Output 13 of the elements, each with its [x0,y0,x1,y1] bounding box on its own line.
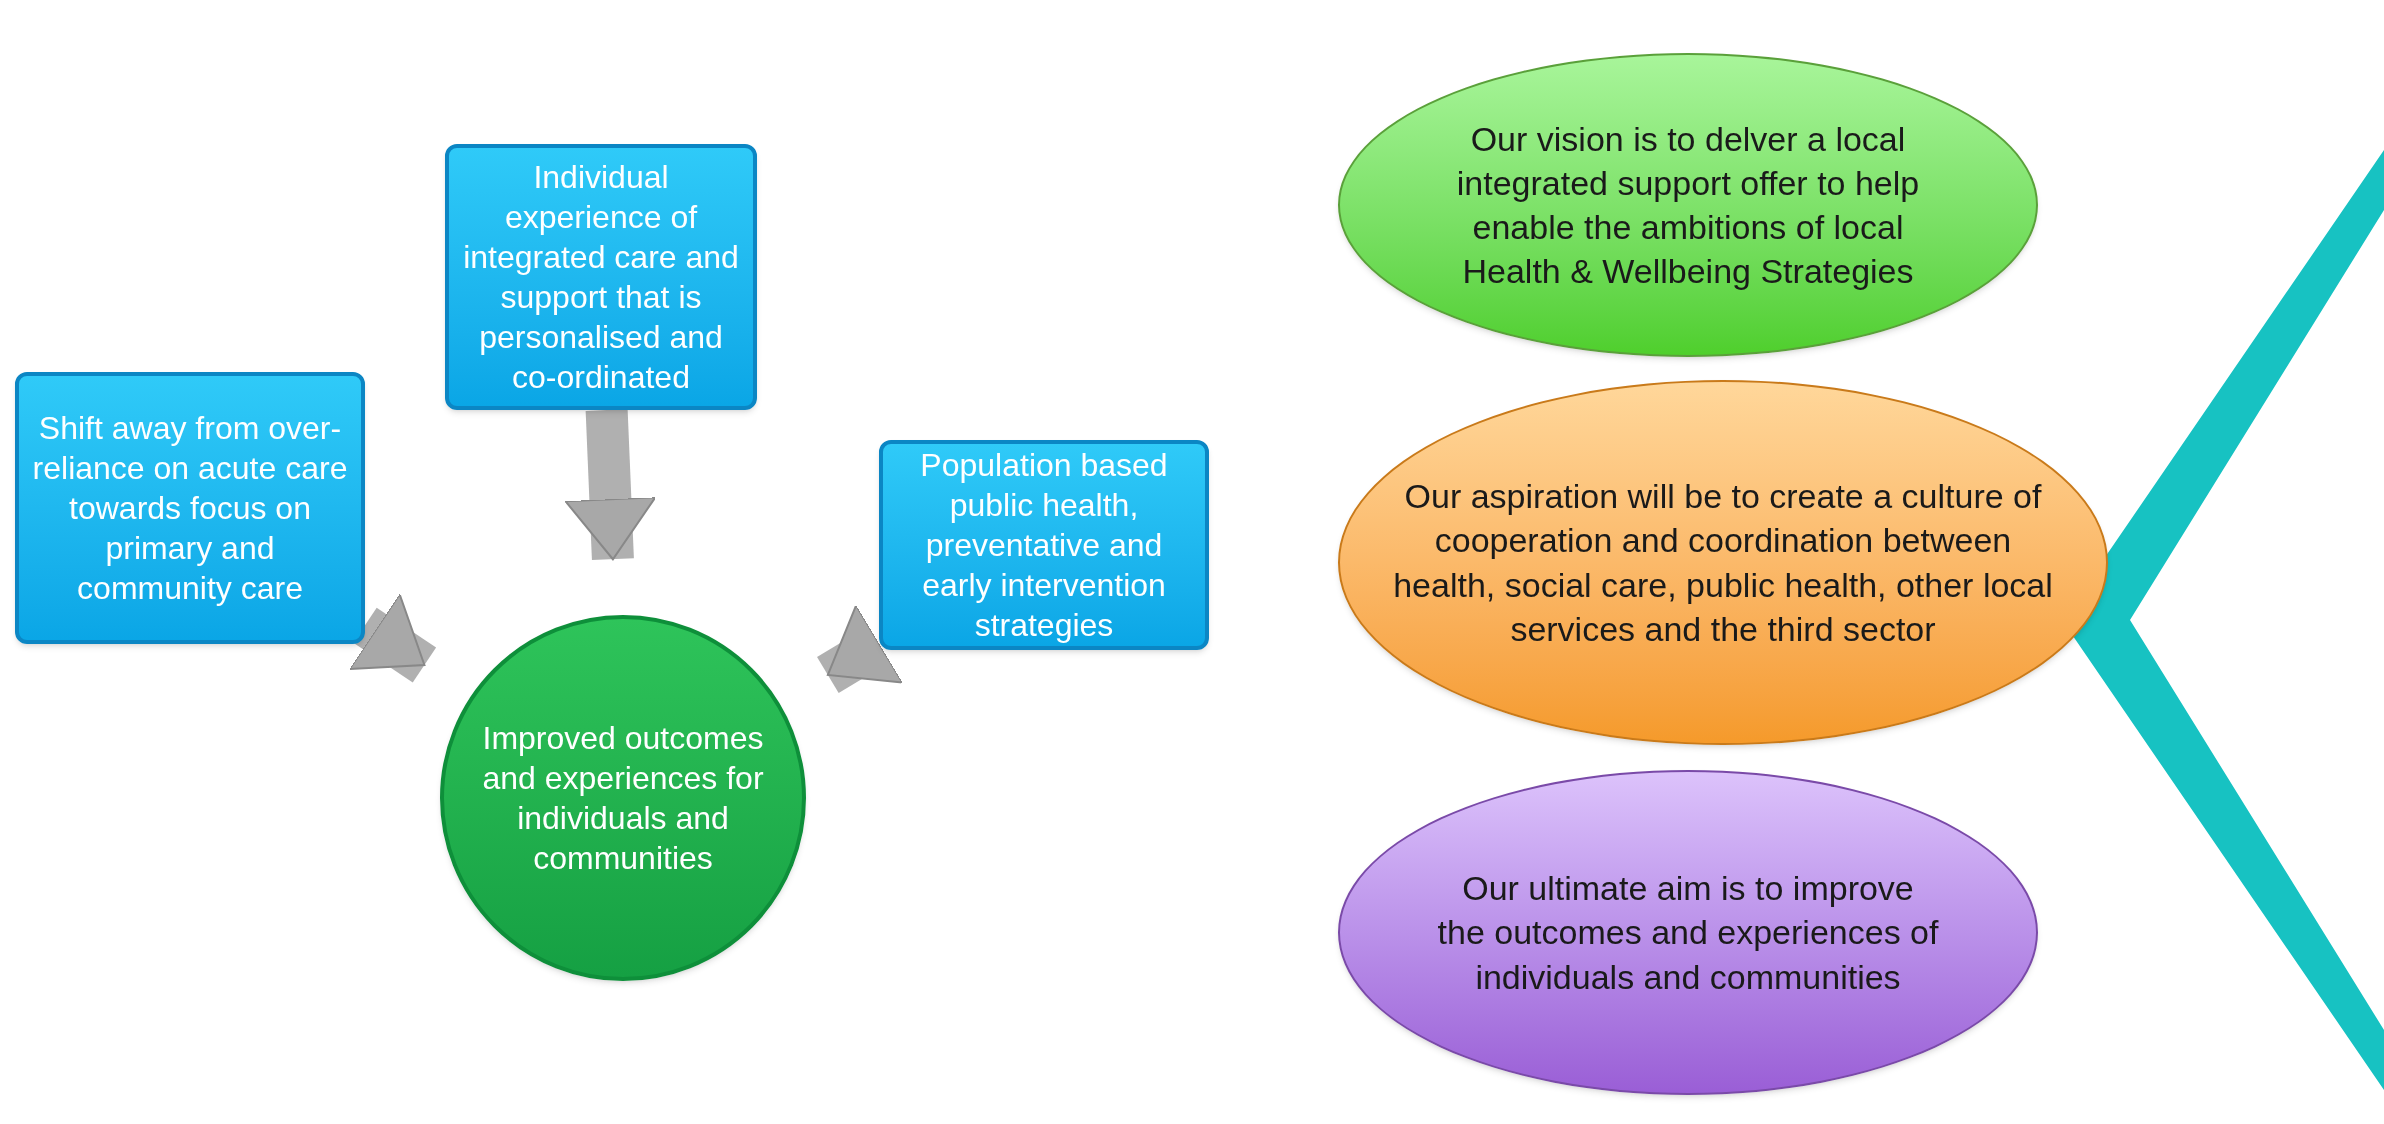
node-text: Shift away from over-reliance on acute care towards focus on primary and community care [31,409,349,608]
node-text: Improved outcomes and experiences for individuals and communities [481,719,765,878]
process-box [445,144,757,410]
node-text: Our ultimate aim is to improve the outcomes and experiences of individuals and communities [1436,868,1940,998]
block-arrow [348,593,437,683]
node-text: Our aspiration will be to create a culture of cooperation and coordination between health, social care, public health, other local services and the third sector [1392,476,2054,650]
block-arrow [817,604,904,693]
block-arrow [564,409,657,561]
node-text: Our vision is to delver a local integrated support offer to help enable the ambitions of local Health & Wellbeing Strategies [1455,118,1921,293]
node-text: Population based public health, preventative and early intervention strategies [919,446,1169,645]
process-box [15,372,365,644]
process-box [879,440,1209,650]
node-text: Individual experience of integrated care and support that is personalised and co-ordinated [462,158,740,397]
